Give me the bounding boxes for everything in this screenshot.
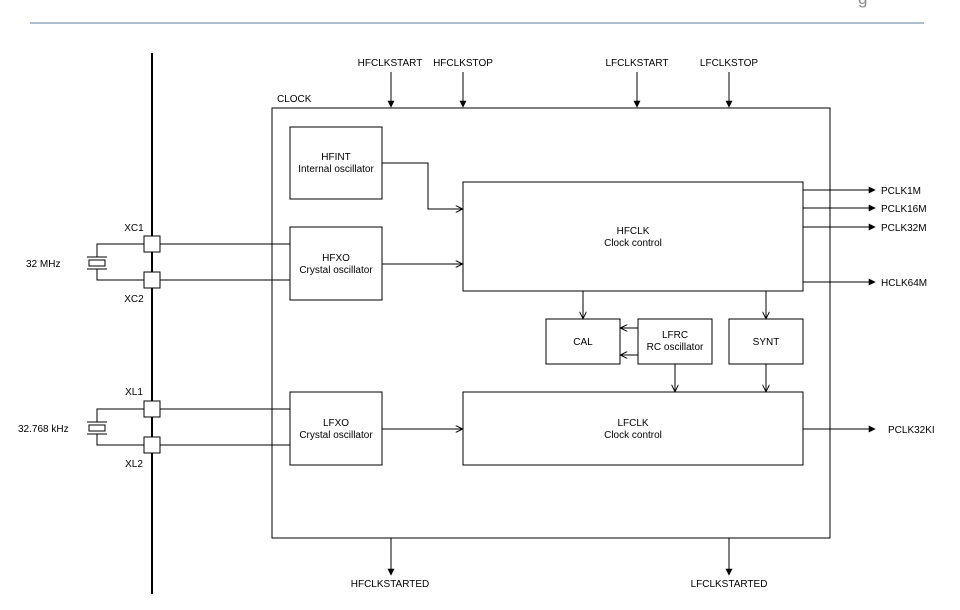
lf-crystal-symbol bbox=[87, 421, 107, 435]
task-hfclkstop-label: HFCLKSTOP bbox=[433, 58, 493, 69]
pin-xl2-label: XL2 bbox=[125, 459, 143, 470]
output-pclk32ki-label: PCLK32KI bbox=[888, 425, 935, 436]
lfclk-title: LFCLK bbox=[617, 418, 648, 429]
task-lfclkstop-label: LFCLKSTOP bbox=[700, 58, 758, 69]
lfclk-subtitle: Clock control bbox=[604, 430, 662, 441]
cal-block bbox=[545, 318, 621, 365]
cal-title: CAL bbox=[573, 337, 593, 348]
hfint-subtitle: Internal oscillator bbox=[298, 164, 374, 175]
output-hclk64m-label: HCLK64M bbox=[881, 278, 927, 289]
hfclk-title: HFCLK bbox=[617, 226, 650, 237]
output-pclk16m-label: PCLK16M bbox=[881, 204, 927, 215]
lfxo-block bbox=[289, 391, 383, 466]
clock-block-label: CLOCK bbox=[277, 94, 312, 105]
hf-crystal-frequency: 32 MHz bbox=[26, 259, 60, 270]
pin-xc2-pad bbox=[143, 271, 161, 289]
lfxo-subtitle: Crystal oscillator bbox=[299, 430, 373, 441]
pin-xc1-pad bbox=[143, 235, 161, 253]
output-pclk32m-label: PCLK32M bbox=[881, 223, 927, 234]
event-hfclkstarted-label: HFCLKSTARTED bbox=[351, 579, 430, 590]
lf-crystal-wiring bbox=[96, 408, 144, 446]
lfrc-block bbox=[637, 318, 713, 365]
pin-xl2-pad bbox=[143, 436, 161, 454]
hfclk-block bbox=[462, 181, 804, 292]
lfclk-block bbox=[462, 391, 804, 466]
task-lfclkstart-label: LFCLKSTART bbox=[606, 58, 669, 69]
lfrc-subtitle: RC oscillator bbox=[647, 342, 704, 353]
lfrc-title: LFRC bbox=[662, 330, 688, 341]
hfint-to-hfclk-connector bbox=[382, 162, 462, 209]
pin-xc1-label: XC1 bbox=[124, 223, 144, 234]
output-pclk1m-label: PCLK1M bbox=[881, 186, 921, 197]
hf-crystal-symbol bbox=[87, 256, 107, 270]
lfxo-title: LFXO bbox=[323, 418, 349, 429]
hfclk-subtitle: Clock control bbox=[604, 238, 662, 249]
hfint-block bbox=[289, 126, 383, 200]
header-corner-glyph: g bbox=[858, 0, 867, 8]
pin-xl1-label: XL1 bbox=[125, 387, 143, 398]
hfxo-title: HFXO bbox=[322, 253, 350, 264]
hfxo-block bbox=[289, 226, 383, 301]
pin-xl1-pad bbox=[143, 400, 161, 418]
hf-crystal-wiring bbox=[96, 243, 144, 281]
synt-block bbox=[728, 318, 804, 365]
event-lfclkstarted-label: LFCLKSTARTED bbox=[691, 579, 768, 590]
synt-title: SYNT bbox=[753, 337, 780, 348]
lf-crystal-frequency: 32.768 kHz bbox=[18, 424, 69, 435]
hfint-title: HFINT bbox=[321, 152, 350, 163]
task-hfclkstart-label: HFCLKSTART bbox=[358, 58, 423, 69]
pin-xc2-label: XC2 bbox=[124, 294, 144, 305]
hfxo-subtitle: Crystal oscillator bbox=[299, 265, 373, 276]
